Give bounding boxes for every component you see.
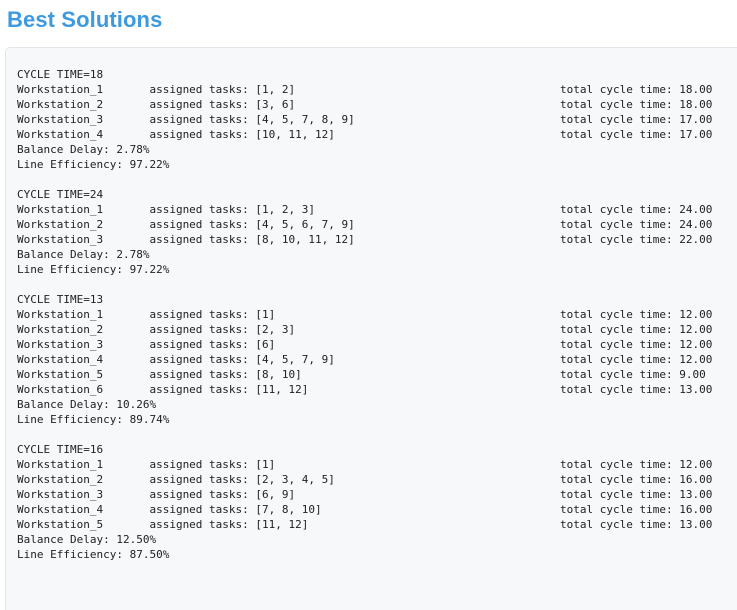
page-title: Best Solutions: [7, 7, 163, 32]
best-solutions-panel: CYCLE TIME=18 Workstation_1 assigned tas…: [5, 47, 737, 610]
solutions-output-text: CYCLE TIME=18 Workstation_1 assigned tas…: [17, 68, 713, 561]
